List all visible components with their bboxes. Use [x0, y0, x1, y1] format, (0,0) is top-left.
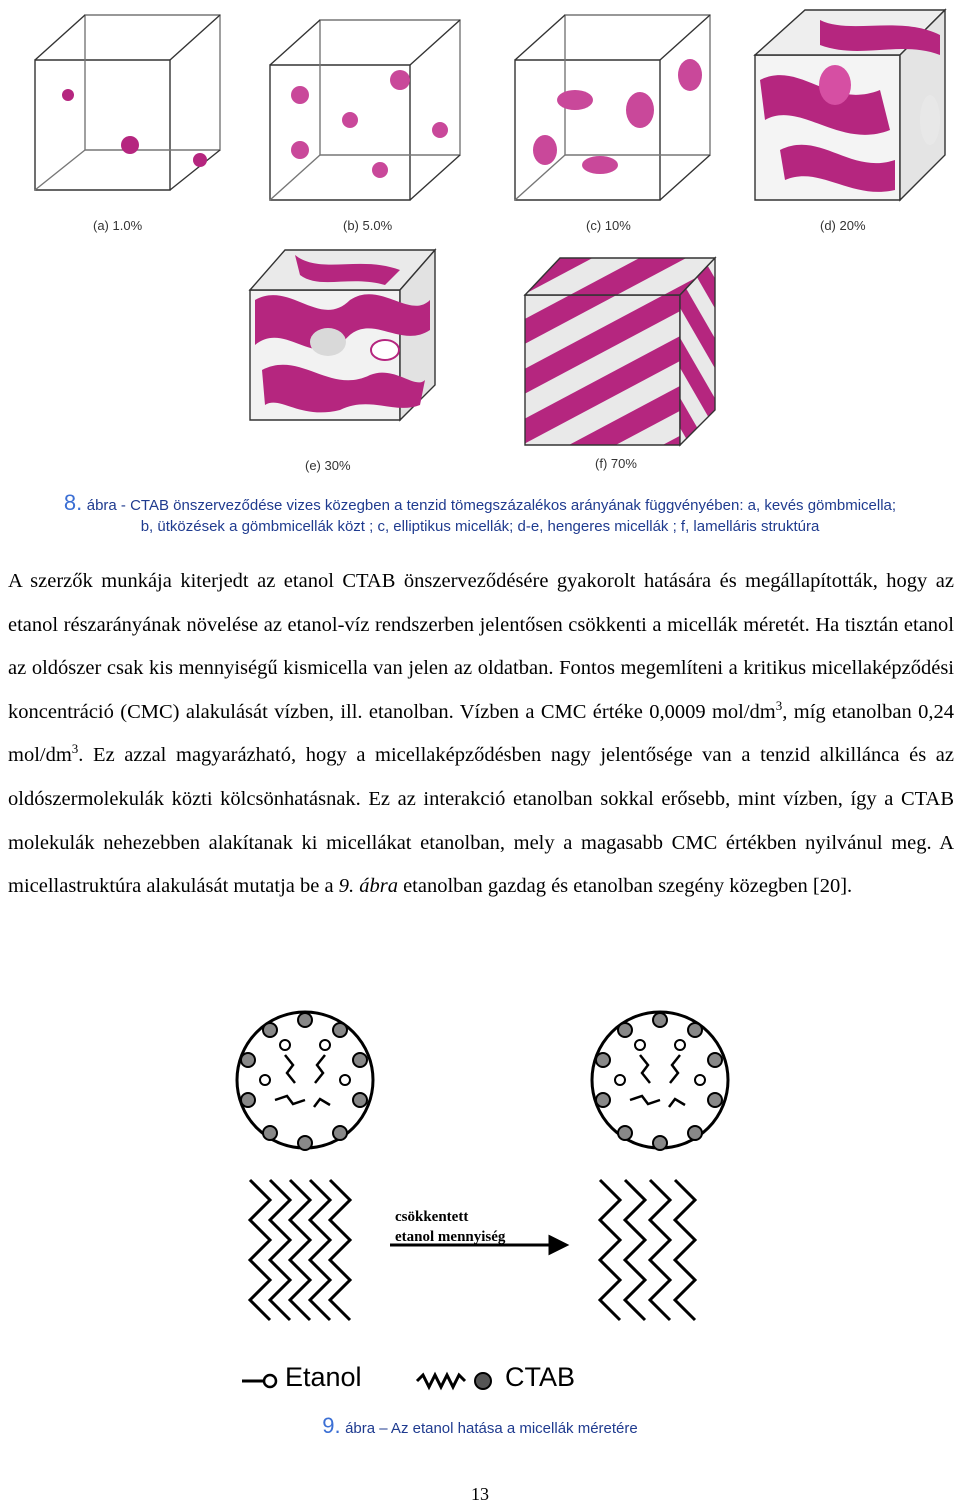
small-micelle — [590, 1010, 730, 1151]
ctab-icon — [415, 1371, 492, 1391]
paragraph-part-2: , míg etanolban 0,24 mol/dm — [8, 700, 954, 767]
page-number: 13 — [471, 1484, 489, 1504]
body-paragraph: A szerzők munkája kiterjedt az etanol CT… — [8, 560, 954, 909]
cube-a — [34, 14, 221, 191]
cube-f — [523, 256, 717, 447]
cube-e — [248, 248, 437, 422]
arrow — [390, 1234, 570, 1256]
etanol-icon — [242, 1373, 278, 1389]
superscript-1: 3 — [775, 697, 783, 713]
arrow-label-line2: etanol mennyiség — [395, 1229, 506, 1245]
superscript-2: 3 — [71, 741, 79, 757]
cube-c — [514, 14, 711, 201]
arrow-label: csökkentett etanol mennyiség — [395, 1207, 505, 1247]
cube-b — [269, 19, 461, 201]
figure-9: csökkentett etanol mennyiség — [230, 1005, 740, 1400]
panel-label-c: (c) 10% — [586, 218, 631, 233]
paragraph-part-1: A szerzők munkája kiterjedt az etanol CT… — [8, 570, 954, 723]
left-micelle-stack — [247, 1178, 353, 1322]
figure-8-caption: 8. ábra - CTAB önszerveződése vizes köze… — [0, 490, 960, 535]
figure-reference: 9. ábra — [338, 875, 398, 898]
panel-label-b: (b) 5.0% — [343, 218, 393, 233]
large-micelle — [235, 1010, 375, 1151]
legend-etanol-label: Etanol — [285, 1362, 362, 1392]
right-micelle-stack — [597, 1178, 698, 1322]
figure-8-graphics — [34, 8, 947, 447]
panel-label-f: (f) 70% — [595, 456, 637, 471]
figure-8-caption-line1: ábra - CTAB önszerveződése vizes közegbe… — [86, 497, 897, 514]
figure-8: (a) 1.0% (b) 5.0% (c) 10% (d) 20% (e) 30… — [0, 0, 960, 480]
cube-d — [753, 8, 947, 202]
figure-9-number: 9. — [322, 1413, 341, 1438]
paragraph-part-3: . Ez azzal magyarázható, hogy a micellak… — [8, 744, 954, 898]
panel-label-a: (a) 1.0% — [93, 218, 143, 233]
arrow-label-line1: csökkentett — [395, 1209, 469, 1225]
panel-label-e: (e) 30% — [305, 458, 351, 473]
figure-9-legend: Etanol CTAB — [240, 1360, 740, 1400]
figure-8-number: 8. — [63, 490, 83, 515]
figure-9-graphics — [235, 1010, 730, 1322]
legend-ctab-label: CTAB — [505, 1362, 576, 1392]
panel-label-d: (d) 20% — [820, 218, 866, 233]
figure-9-caption-text: ábra – Az etanol hatása a micellák méret… — [345, 1420, 638, 1437]
figure-8-caption-line2: b, ütközések a gömbmicellák közt ; c, el… — [140, 518, 820, 535]
paragraph-part-4: etanolban gazdag és etanolban szegény kö… — [397, 875, 853, 898]
figure-9-caption: 9. ábra – Az etanol hatása a micellák mé… — [0, 1413, 960, 1439]
